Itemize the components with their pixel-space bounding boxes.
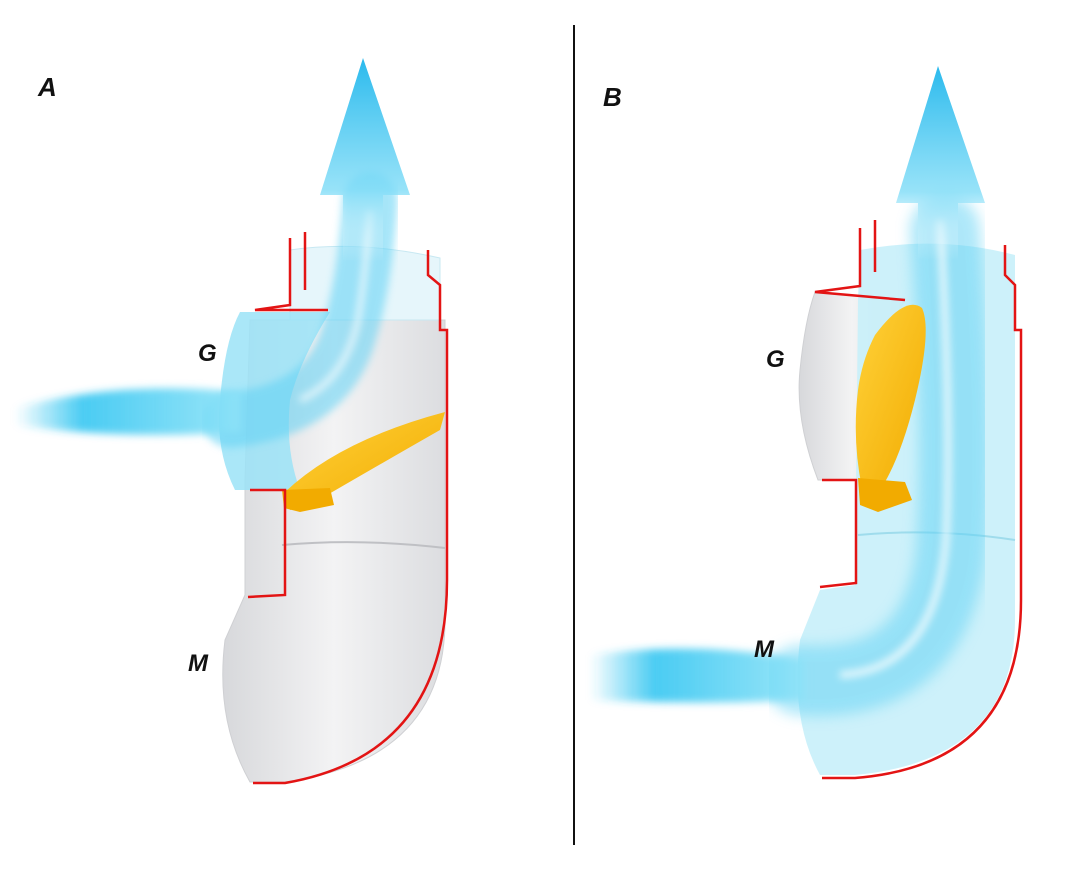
airflow-core-b <box>839 219 952 679</box>
airflow-arrow-up-icon-b <box>896 66 985 260</box>
pivoting-flap-icon-a <box>285 412 445 510</box>
panel-a <box>15 58 449 785</box>
airflow-arrow-up-icon-a <box>320 58 410 262</box>
panel-letter-b: B <box>603 82 622 112</box>
part-label-m-b: M <box>754 636 774 663</box>
section-outline-a <box>247 232 449 785</box>
pipe-joint-a <box>281 541 446 549</box>
airflow-jet-a <box>15 388 240 435</box>
airflow-jet-b <box>590 648 805 703</box>
section-outline-b <box>814 220 1023 780</box>
pivoting-flap-icon-b <box>855 304 926 490</box>
flap-hinge-b <box>858 478 912 512</box>
flap-hinge-a <box>282 488 334 512</box>
part-label-g-b: G <box>766 346 785 373</box>
part-label-g-a: G <box>198 340 217 367</box>
panel-b <box>590 66 1023 780</box>
part-label-m-a: M <box>188 650 208 677</box>
panel-letter-a: A <box>38 72 57 102</box>
